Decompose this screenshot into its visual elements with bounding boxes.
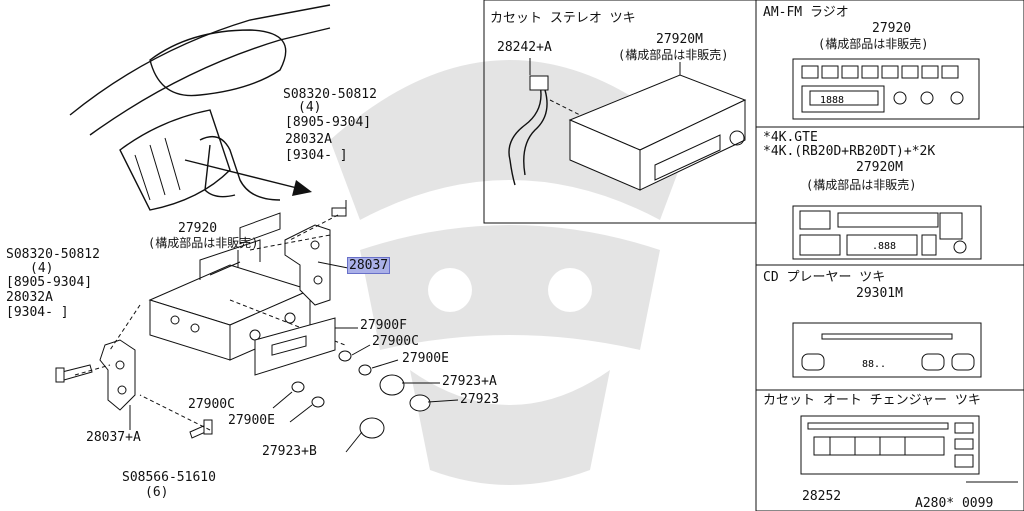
cassette-unit-drawing: [568, 74, 747, 191]
side-panel-1-note: (構成部品は非販売): [818, 37, 929, 51]
part-27900E-a: 27900E: [402, 351, 449, 366]
screw-left-qty: (4): [30, 261, 54, 276]
part-27900E-b: 27900E: [228, 413, 275, 428]
side-panel-1-unit: 1888: [792, 58, 980, 120]
side-panel-2-note: (構成部品は非販売): [806, 178, 917, 192]
side-panel-4-unit: [800, 415, 980, 475]
side-panel-2-unit: .888: [792, 205, 982, 260]
watermark-emblem: [330, 60, 690, 485]
side-panel-2-display: .888: [872, 241, 896, 252]
screw-top-alt-part: 28032A: [285, 132, 332, 147]
part-27923: 27923: [460, 392, 500, 407]
knob-b-drawing: [359, 417, 385, 439]
part-27900C-a: 27900C: [372, 334, 419, 349]
side-panel-3-display: 88..: [862, 359, 886, 370]
side-panel-1-display: 1888: [820, 95, 844, 106]
screw-top-alt-range: [9304- ]: [285, 148, 348, 163]
knob-a-drawing: [379, 374, 405, 396]
harness-part: 28242+A: [497, 40, 552, 55]
screw-left-alt-part: 28032A: [6, 290, 53, 305]
side-panel-4-part: 28252: [802, 489, 842, 504]
part-27923A: 27923+A: [442, 374, 497, 389]
radio-note: (構成部品は非販売): [148, 236, 259, 250]
side-panel-3-title: CD プレーヤー ツキ: [763, 270, 886, 285]
cassette-panel-title: カセット ステレオ ツキ: [490, 11, 636, 26]
screw-left-part: S08320-50812: [6, 247, 100, 262]
part-27900C-b: 27900C: [188, 397, 235, 412]
front-plate-drawing: [254, 317, 336, 376]
screw-left-drawing: [55, 364, 93, 383]
screw-bottom-part: S08566-51610: [122, 470, 216, 485]
screw-bottom-qty: (6): [145, 485, 169, 500]
part-27900F: 27900F: [360, 318, 407, 333]
side-panel-1-part: 27920: [872, 21, 912, 36]
side-panel-1-title: AM-FM ラジオ: [763, 5, 849, 20]
screw-left-alt-range: [9304- ]: [6, 305, 69, 320]
side-panel-2-title: *4K.GTE: [763, 130, 818, 145]
screw-left-range: [8905-9304]: [6, 275, 93, 290]
bracket-left-label: 28037+A: [86, 430, 141, 445]
dashboard-drawing: [69, 4, 331, 211]
screw-top-drawing: [331, 200, 347, 217]
bracket-right-label[interactable]: 28037: [346, 257, 391, 274]
side-panel-2-title2: *4K.(RB20D+RB20DT)+*2K: [763, 144, 936, 159]
side-panels-frame: [755, 0, 1024, 511]
side-panel-2-part: 27920M: [856, 160, 903, 175]
radio-part: 27920: [178, 221, 218, 236]
cassette-unit-note: (構成部品は非販売): [618, 48, 729, 62]
side-panel-4-title: カセット オート チェンジャー ツキ: [763, 393, 981, 408]
screw-top-qty: (4): [298, 100, 322, 115]
screw-top-part: S08320-50812: [283, 87, 377, 102]
part-27923B: 27923+B: [262, 444, 317, 459]
cassette-unit-part: 27920M: [656, 32, 703, 47]
radio-unit-drawing: [148, 212, 312, 361]
harness-drawing: [508, 75, 549, 186]
side-panel-3-unit: 88..: [792, 322, 982, 378]
screw-top-range: [8905-9304]: [285, 115, 372, 130]
bracket-left-drawing: [99, 339, 136, 411]
figure-code: A280* 0099: [915, 496, 994, 511]
side-panel-3-part: 29301M: [856, 286, 903, 301]
